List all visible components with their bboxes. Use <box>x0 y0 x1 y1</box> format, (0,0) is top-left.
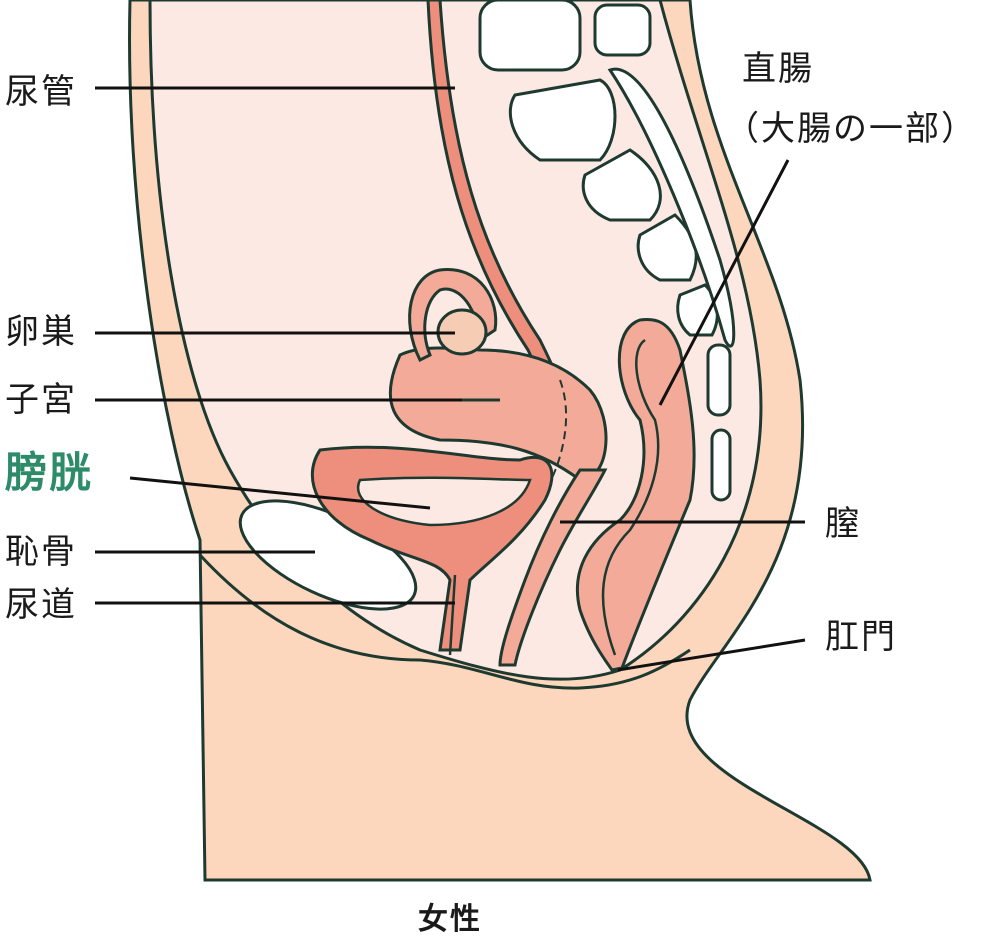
caption: 女性 <box>418 902 482 937</box>
label-ovary: 卵巣 <box>5 312 77 352</box>
label-vagina: 膣 <box>825 504 861 544</box>
label-pubic-bone: 恥骨 <box>5 532 77 572</box>
label-urethra: 尿道 <box>5 585 77 625</box>
leader-lines <box>95 86 806 672</box>
label-ureter: 尿管 <box>5 72 77 112</box>
urethra <box>448 574 457 656</box>
label-uterus: 子宮 <box>5 380 77 420</box>
fallopian-tube <box>408 268 498 363</box>
label-rectum-note: （大腸の一部） <box>725 109 977 149</box>
rectum <box>575 317 696 672</box>
label-anus: 肛門 <box>825 617 897 657</box>
spine <box>478 0 736 502</box>
perineum <box>198 553 691 690</box>
label-rectum: 直腸 <box>742 49 814 89</box>
uterus <box>388 346 608 482</box>
label-bladder: 膀胱 <box>5 448 94 497</box>
